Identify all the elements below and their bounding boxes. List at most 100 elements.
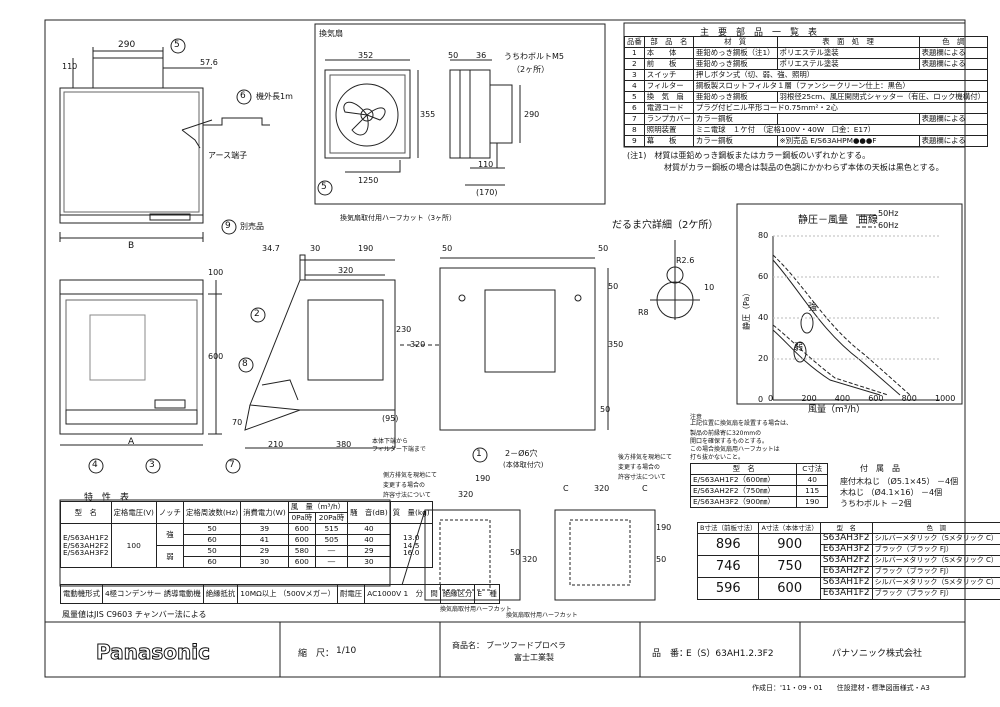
dim-10: 10 [704, 283, 715, 292]
chart-strong: 強 [808, 303, 818, 313]
spec-insul-label: 絶縁抵抗 [202, 584, 239, 604]
parts-cell-no: 4 [624, 80, 645, 92]
parts-cell-name: 前 板 [643, 58, 694, 70]
side-view [244, 254, 396, 449]
caution-line-1: 上記位置に換気扇を設置する場合は、 [690, 420, 793, 427]
parts-cell-material: カラー鋼板 [692, 113, 778, 125]
parts-cell-no: 1 [624, 47, 645, 59]
model-color: シルバーメタリック（Sメタリック C） [871, 533, 1000, 545]
parts-cell-no: 5 [624, 91, 645, 103]
c-table-model: E/S63AH1F2（600㎜） [689, 474, 798, 486]
parts-cell-finish: 羽根径25cm、風圧開閉式シャッター（有圧、ロック機構付） [776, 91, 988, 103]
fan-label: 換気扇 [319, 29, 343, 38]
dim-1250: 1250 [358, 176, 379, 185]
parts-cell-material: 鋼板製スロットフィルタ１層（ファンシークリーン仕上：黒色） [692, 80, 988, 92]
spec-value: 30 [240, 556, 289, 568]
dim-290: 290 [118, 40, 136, 50]
dim-290b: 290 [524, 110, 540, 119]
spec-h-freq: 定格周波数(Hz) [182, 501, 242, 524]
cord-length: 機外長1m [256, 92, 293, 101]
chart-legend-60: 60Hz [878, 221, 899, 230]
model-name: S63AH2F2 [819, 555, 873, 567]
parts-cell-material: ミニ電球 １ケ付 （定格100V・40W 口金：E17） [692, 124, 988, 136]
rear-exhaust-view [554, 509, 656, 601]
c-table-value: 190 [796, 496, 828, 508]
parts-note-1: (注1) 材質は亜鉛めっき鋼板またはカラー鋼板のいずれかとする。 [627, 151, 871, 160]
daruma-label: だるま穴詳細（2ケ所） [612, 220, 719, 231]
dim-50b: 50 [442, 244, 453, 253]
caution-line-2: 製品の前縁寄に320mmの [690, 430, 762, 437]
spec-value: 60 [182, 556, 242, 568]
c-table-model: E/S63AH2F2（750㎜） [689, 485, 798, 497]
parts-cell-material: 亜鉛めっき鋼板（注1） [692, 47, 778, 59]
model-a-value: 600 [758, 577, 821, 600]
spec-value: 505 [314, 534, 349, 546]
model-number: E（S）63AH1.2.3F2 [686, 649, 774, 659]
dim-110b: 110 [478, 160, 494, 169]
spec-value: 41 [240, 534, 289, 546]
spec-value: 580 [287, 545, 316, 557]
spec-value: ― [314, 556, 349, 568]
half-cut-a: 換気扇取付用ハーフカット [440, 606, 512, 613]
spec-mass-value: 16.0 [402, 548, 420, 558]
c-table-row: E/S63AH3F2（900㎜）190 [689, 496, 828, 508]
chart-ylabel: 静圧（Pa） [742, 288, 751, 330]
chart-weak: 弱 [794, 343, 804, 353]
spec-value: 50 [182, 523, 242, 535]
spec-value: 40 [347, 523, 391, 535]
chart-ytick: 60 [758, 272, 769, 281]
company-name: パナソニック株式会社 [832, 649, 923, 659]
spec-motor-value: 4極コンデンサー 誘導電動機 [101, 584, 204, 604]
parts-cell-no: 2 [624, 58, 645, 70]
parts-cell-no: 3 [624, 69, 645, 81]
product-label: 商品名： [452, 641, 484, 650]
dim-r8: R8 [638, 308, 649, 317]
filter-note-1: 本体下端から [372, 438, 409, 445]
spec-motor-label: 電動機形式 [60, 584, 103, 604]
rear-exhaust-2: 変更する場合の [618, 464, 661, 471]
model-label: 品 番： [652, 649, 689, 659]
dim-B: B [128, 241, 135, 251]
parts-cell-color: 表題欄による [918, 135, 988, 147]
model-header-a: A寸法（本体寸法） [758, 522, 821, 534]
sheet-border [44, 19, 966, 678]
spec-model-name: E/S63AH3F2 [63, 548, 109, 558]
spec-h-noise: 騒 音(dB) [347, 501, 391, 524]
spec-value: 40 [347, 534, 391, 546]
spec-h-mass: 質 量(kg) [389, 501, 433, 524]
side-exhaust-2: 変更する場合の [383, 482, 426, 489]
spec-value: 39 [240, 523, 289, 535]
chart-xtick: 800 [901, 394, 917, 403]
parts-cell-color: 表題欄による [918, 47, 988, 59]
spec-h-sub: 0Pa時 [287, 512, 316, 524]
parts-header-cell: 部 品 名 [643, 36, 694, 48]
chart-ytick: 40 [758, 313, 769, 322]
parts-header-cell: 色 調 [918, 36, 988, 48]
model-color: ブラック（ブラック FJ） [871, 588, 1000, 600]
rear-exhaust-3: 許容寸法について [618, 474, 666, 481]
c-table-header: C寸法 [796, 463, 828, 475]
c-table-row: E/S63AH1F2（600㎜）40 [689, 474, 828, 486]
spec-notch: 強 [155, 523, 184, 546]
spec-model-name: E/S63AH2F2 [63, 540, 109, 550]
brand-logo: Panasonic [96, 640, 211, 665]
model-color: ブラック（ブラック FJ） [871, 566, 1000, 578]
dim-50a: 50 [448, 51, 459, 60]
parts-cell-name: 照明装置 [643, 124, 694, 136]
parts-note-2: 材質がカラー鋼板の場合は製品の色調にかかわらず本体の天板は黒色とする。 [664, 163, 944, 172]
model-a-value: 750 [758, 555, 821, 578]
spec-class-label: 絶縁区分 [439, 584, 476, 604]
dim-380: 380 [336, 440, 352, 449]
